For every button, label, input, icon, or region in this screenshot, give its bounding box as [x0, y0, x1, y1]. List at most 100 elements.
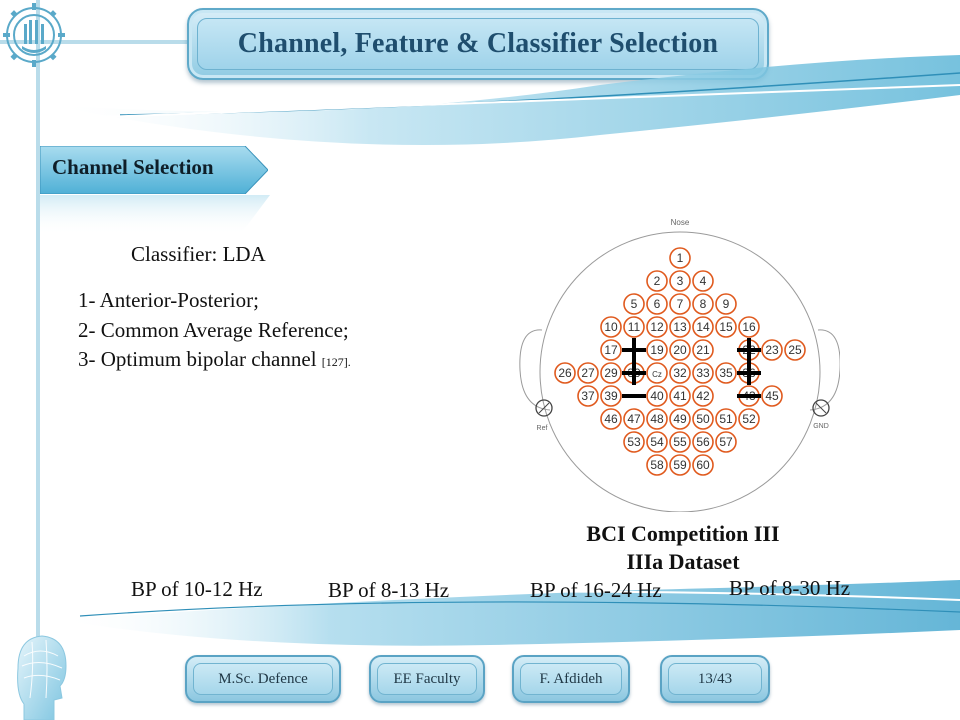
electrode-label: 4: [700, 274, 707, 288]
footer-faculty-button[interactable]: EE Faculty: [369, 655, 485, 703]
electrode: [646, 408, 668, 430]
electrode-label: 29: [604, 366, 618, 380]
electrode: [623, 316, 645, 338]
electrode-label: 45: [765, 389, 779, 403]
electrode-label: 13: [673, 320, 687, 334]
electrode: [646, 454, 668, 476]
electrode: [715, 408, 737, 430]
electrode: [600, 339, 622, 361]
electrode: [715, 293, 737, 315]
gnd-electrode: [812, 399, 830, 417]
electrode-label: 41: [673, 389, 687, 403]
electrode: [646, 362, 668, 384]
electrode: [646, 431, 668, 453]
section-tab-shape: [40, 146, 268, 194]
brain-head-icon: [17, 635, 67, 720]
electrode-label: Cz: [652, 370, 662, 379]
electrode-label: 15: [719, 320, 733, 334]
electrode: [669, 408, 691, 430]
electrode-label: 42: [696, 389, 710, 403]
electrode: [692, 362, 714, 384]
electrode-label: 1: [677, 251, 684, 265]
electrode: [646, 316, 668, 338]
right-ear: [809, 329, 840, 411]
electrode-label: 7: [677, 297, 684, 311]
electrode: [761, 385, 783, 407]
electrode: [692, 431, 714, 453]
electrode-label: 6: [654, 297, 661, 311]
slide-title-box: Channel, Feature & Classifier Selection: [187, 8, 769, 80]
footer-author-button[interactable]: F. Afdideh: [512, 655, 630, 703]
electrode-label: 10: [604, 320, 618, 334]
electrode-label: 57: [719, 435, 733, 449]
electrode-label: 48: [650, 412, 664, 426]
method-item: 2- Common Average Reference;: [78, 316, 351, 346]
electrode-label: 19: [650, 343, 664, 357]
head-outline: [539, 231, 821, 512]
electrode-label: 9: [723, 297, 730, 311]
bottom-swoosh-decoration: [60, 580, 960, 646]
method-item: 3- Optimum bipolar channel [127].: [78, 345, 351, 378]
electrode-label: 11: [628, 320, 641, 334]
electrode: [715, 362, 737, 384]
electrode-label: 59: [673, 458, 687, 472]
electrode-label: 55: [673, 435, 687, 449]
top-swoosh-decoration: [50, 55, 960, 145]
electrode: [646, 293, 668, 315]
electrode: [738, 316, 760, 338]
electrode: [715, 316, 737, 338]
gnd-label: GND: [813, 423, 829, 430]
method-text: 3- Optimum bipolar channel: [78, 347, 322, 371]
electrode: [715, 431, 737, 453]
electrode-label: 35: [719, 366, 733, 380]
electrode: [577, 362, 599, 384]
electrode-label: 46: [604, 412, 618, 426]
band-label: BP of 8-30 Hz: [729, 576, 851, 600]
electrode: [600, 408, 622, 430]
band-label: BP of 16-24 Hz: [530, 578, 662, 602]
channel-selection-methods: 1- Anterior-Posterior; 2- Common Average…: [78, 286, 351, 378]
electrode-label: 8: [700, 297, 707, 311]
electrode: [738, 408, 760, 430]
footer-page-number-button[interactable]: 13/43: [660, 655, 770, 703]
left-frame-bar: [36, 0, 40, 720]
footer-degree-button[interactable]: M.Sc. Defence: [185, 655, 341, 703]
electrode-label: 26: [558, 366, 572, 380]
electrode-label: 27: [581, 366, 595, 380]
electrode-label: 40: [650, 389, 664, 403]
electrode: [784, 339, 806, 361]
electrode-label: 21: [696, 343, 710, 357]
reference-citation: [127].: [321, 355, 351, 369]
electrode: [669, 385, 691, 407]
dataset-line-1: BCI Competition III: [586, 521, 780, 546]
electrode: [692, 293, 714, 315]
electrode: [692, 270, 714, 292]
electrode: [692, 454, 714, 476]
university-logo-icon: [3, 3, 65, 67]
electrode-label: 12: [650, 320, 664, 334]
page-number: 13/43: [668, 663, 762, 695]
band-label: BP of 10-12 Hz: [131, 577, 263, 601]
electrode: [577, 385, 599, 407]
electrode-label: 51: [719, 412, 733, 426]
dataset-caption: BCI Competition III IIIa Dataset: [540, 520, 826, 576]
top-frame-bar: [0, 40, 200, 44]
electrode: [669, 270, 691, 292]
electrode: [692, 316, 714, 338]
ref-label: Ref: [537, 425, 548, 432]
electrode: [646, 385, 668, 407]
dataset-line-2: IIIa Dataset: [626, 549, 740, 574]
electrode-label: 50: [696, 412, 710, 426]
method-text: 2- Common Average Reference;: [78, 317, 349, 342]
ref-electrode-mark: [538, 402, 550, 414]
nose-label: Nose: [671, 218, 690, 227]
electrode-label: 17: [604, 343, 618, 357]
left-ear: [519, 329, 551, 411]
electrode-label: 52: [742, 412, 756, 426]
electrode: [761, 339, 783, 361]
band-label: BP of 8-13 Hz: [328, 578, 450, 602]
electrode-label: 49: [673, 412, 687, 426]
electrode: [692, 385, 714, 407]
electrode: [600, 316, 622, 338]
